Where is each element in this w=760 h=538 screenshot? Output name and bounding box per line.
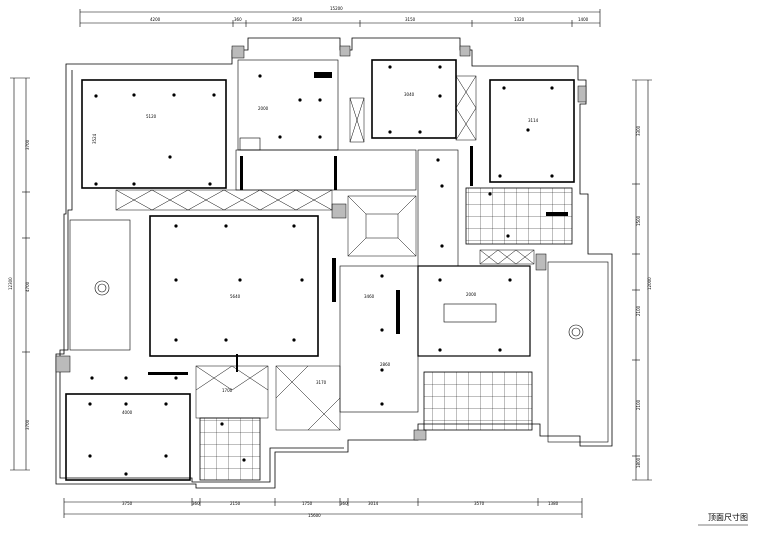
room-dim-label: 4000 [122,410,133,415]
room-dim-label: 5640 [230,294,241,299]
right-dim-3: 2100 [636,305,641,316]
bottom-dim-4: 1750 [302,501,313,506]
left-dim-1: 3700 [25,139,30,150]
balcony-right [547,261,609,443]
decor-circles [94,137,584,340]
bottom-dim-8: 1380 [548,501,559,506]
room-dim-label: 3114 [528,118,539,123]
bedroom-ceiling-topcenter [371,59,457,139]
top-dim-4: 3150 [405,17,416,22]
top-dimension-line [79,9,601,27]
room-dim-label: 1700 [222,388,233,393]
bottom-dim-3: 2150 [230,501,241,506]
top-dim-2: 360 [234,17,242,22]
drawing-title: 顶面尺寸图 [708,512,748,522]
bottom-dim-7: 3570 [474,501,485,506]
column-block [413,429,427,441]
bottom-dimension-line [63,498,583,518]
corridor-top [235,149,417,191]
balcony-left [69,219,131,351]
left-dim-2: 4700 [25,281,30,292]
room-dim-label: 3460 [364,294,375,299]
right-total-dimension: 12000 [647,277,652,290]
left-total-dimension: 12300 [8,277,13,290]
room-dim-label: 3170 [316,380,327,385]
room-dim-label: 5120 [146,114,157,119]
bedroom-ceiling-topright [489,79,575,183]
top-dim-5: 1320 [514,17,525,22]
hall-ceiling [417,149,459,267]
ceiling-lights [88,65,554,476]
bottom-dim-2: 360 [192,501,200,506]
built-in-cabinets [115,75,535,431]
top-dim-1: 4200 [150,17,161,22]
room-dimension-labels: 5120 5640 3040 3114 2000 3460 4000 2860 … [92,92,539,415]
wall-segments [148,72,568,375]
room-dim-label: 3040 [404,92,415,97]
left-dimension-line [10,77,30,471]
right-dimension-line [632,79,652,481]
right-dim-4: 2100 [636,399,641,410]
column-block [577,85,587,103]
living-room-ceiling [149,215,319,357]
bottom-dim-6: 3014 [368,501,379,506]
left-dim-3: 3700 [25,419,30,430]
top-dim-3: 3650 [292,17,303,22]
right-dim-5: 1800 [636,457,641,468]
right-dim-2: 1500 [636,215,641,226]
right-dim-1: 3300 [636,125,641,136]
bottom-dim-1: 3750 [122,501,133,506]
column-block [535,253,547,271]
bedroom-ceiling-topleft [81,79,227,189]
column-block [459,45,471,57]
bathroom-tiles-bottom [199,417,261,481]
bottom-dim-5: 360 [340,501,348,506]
room-dim-label: 3524 [92,133,97,144]
bottom-total-dimension: 15600 [308,513,321,518]
dining-room-ceiling [417,265,531,357]
room-dim-label: 2000 [466,292,477,297]
kitchen-tiles [423,371,533,431]
column-block [339,45,351,57]
bedroom-ceiling-bottomleft [65,393,191,481]
top-total-dimension: 15200 [330,6,343,11]
column-block [231,45,245,59]
column-block [55,355,71,373]
corridor-ceiling [339,265,419,413]
room-dim-label: 2860 [380,362,391,367]
column-block [331,203,347,219]
top-dim-6: 1400 [578,17,589,22]
room-dim-label: 2000 [258,106,269,111]
